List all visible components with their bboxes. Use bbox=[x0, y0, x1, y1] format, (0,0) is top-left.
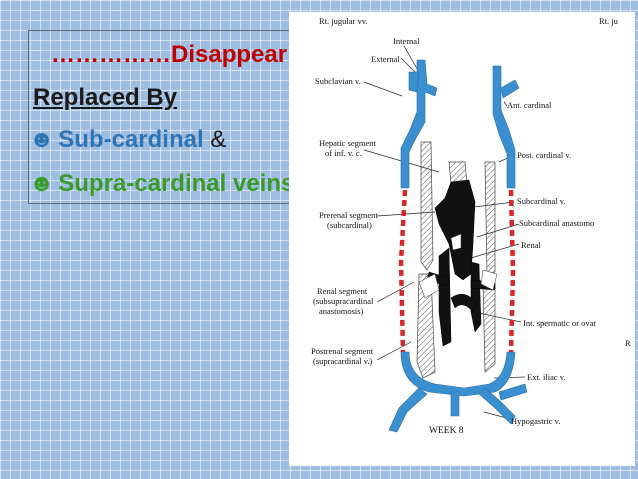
subcardinal-text: Sub-cardinal bbox=[58, 126, 204, 153]
label-renal-seg-3: anastomosis) bbox=[319, 306, 364, 316]
ampersand-text: & bbox=[203, 126, 227, 153]
label-week: WEEK 8 bbox=[429, 426, 464, 436]
label-hepatic-2: of inf. v. c. bbox=[325, 148, 362, 158]
label-post-cardinal: Post. cardinal v. bbox=[517, 150, 572, 160]
label-hepatic-1: Hepatic segment bbox=[319, 138, 376, 148]
label-internal: Internal bbox=[393, 36, 420, 46]
label-subclavian: Subclavian v. bbox=[315, 76, 361, 86]
replaced-by-heading: Replaced By bbox=[33, 84, 178, 111]
smiley-bullet-icon: ☻ bbox=[29, 126, 55, 153]
supracardinal-text: Supra-cardinal bbox=[58, 170, 227, 197]
label-postrenal-1: Postrenal segment bbox=[311, 346, 374, 356]
label-renal-seg-2: (subsupracardinal bbox=[313, 296, 374, 306]
label-ant-cardinal: Ant. cardinal bbox=[507, 100, 552, 110]
label-prerenal-2: (subcardinal) bbox=[327, 220, 372, 230]
label-hypogastric: Hypogastric v. bbox=[511, 416, 561, 426]
label-external: External bbox=[371, 54, 400, 64]
supracardinal-bullet: ☻Supra-cardinal veins bbox=[29, 170, 294, 198]
veins-text: veins bbox=[226, 170, 295, 197]
label-subcardinal-anastomosis: Subcardinal anastomo bbox=[519, 218, 595, 228]
label-rt-ju-right: Rt. ju bbox=[599, 16, 618, 26]
label-subcardinal-v: Subcardinal v. bbox=[517, 196, 566, 206]
vein-drawing bbox=[363, 45, 528, 433]
label-int-spermatic: Int. spermatic or ovar bbox=[523, 318, 597, 328]
vein-diagram: Rt. jugular vv. Rt. ju Internal External… bbox=[289, 12, 635, 466]
label-ext-iliac: Ext. iliac v. bbox=[527, 372, 566, 382]
label-rt-jugular: Rt. jugular vv. bbox=[319, 16, 368, 26]
label-postrenal-2: (supracardinal v.) bbox=[313, 356, 373, 366]
smiley-bullet-icon: ☻ bbox=[29, 170, 55, 197]
label-r: R bbox=[625, 338, 631, 348]
label-renal-seg-1: Renal segment bbox=[317, 286, 368, 296]
disappear-line: ……………Disappear bbox=[51, 41, 288, 68]
label-renal: Renal bbox=[521, 240, 541, 250]
label-prerenal-1: Prerenal segment bbox=[319, 210, 378, 220]
subcardinal-bullet: ☻Sub-cardinal & bbox=[29, 126, 226, 154]
text-box: ……………Disappear Replaced By ☻Sub-cardinal… bbox=[28, 30, 373, 204]
